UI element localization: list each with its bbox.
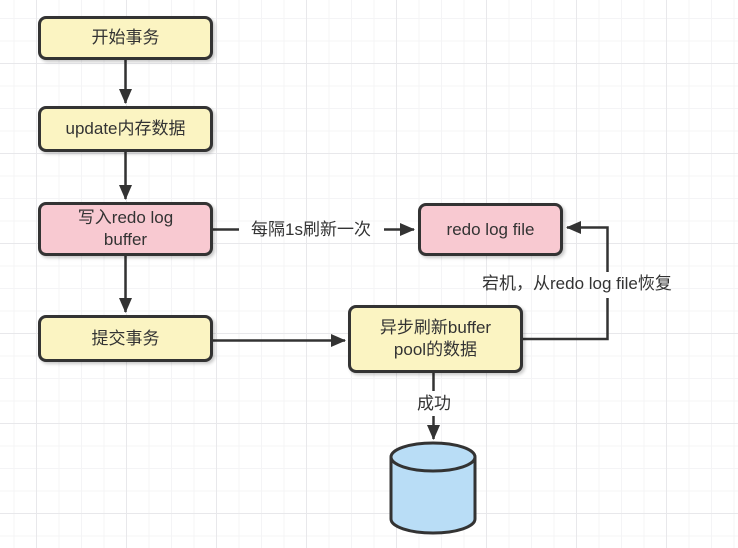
- edge-label-crash-recover: 宕机，从redo log file恢复: [482, 274, 672, 293]
- cylinder-top: [389, 441, 477, 473]
- database-cylinder-icon: [389, 441, 477, 535]
- edge-label-success: 成功: [417, 394, 451, 413]
- node-update-memory-data: update内存数据: [38, 106, 213, 152]
- node-start-transaction: 开始事务: [38, 16, 213, 60]
- node-redo-log-file: redo log file: [418, 203, 563, 256]
- arrow-async-to-file-seg1: [523, 298, 609, 341]
- edge-label-flush-interval: 每隔1s刷新一次: [251, 220, 371, 239]
- cylinder-body: [389, 457, 477, 535]
- node-commit-transaction: 提交事务: [38, 315, 213, 362]
- arrow-async-to-file-seg2: [566, 221, 609, 272]
- node-async-flush-buffer-pool: 异步刷新buffer pool的数据: [348, 305, 523, 373]
- node-write-redo-log-buffer: 写入redo log buffer: [38, 202, 213, 256]
